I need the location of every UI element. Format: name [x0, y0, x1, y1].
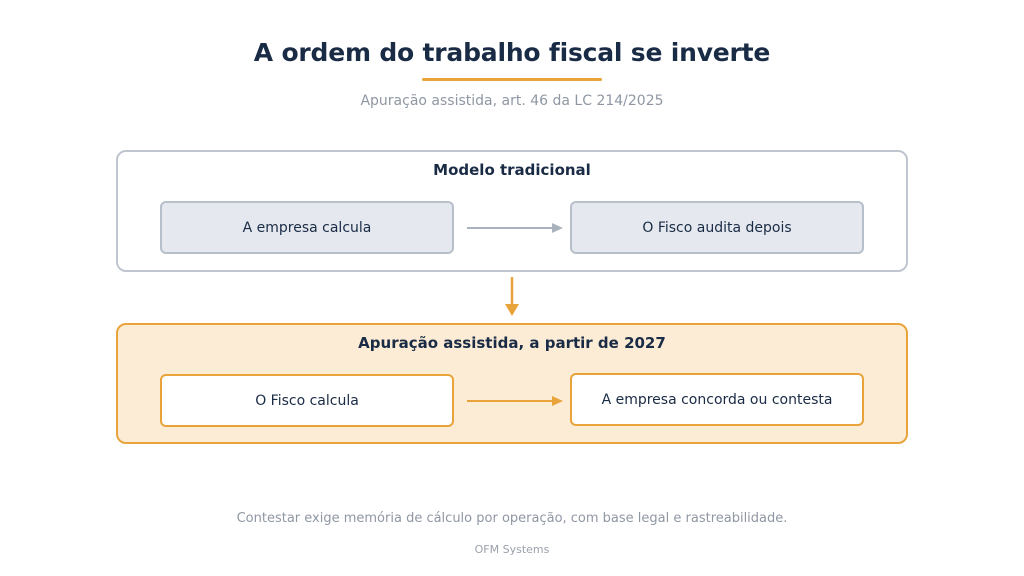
traditional-model-heading: Modelo tradicional: [433, 161, 591, 179]
page-title: A ordem do trabalho fiscal se inverte: [253, 38, 771, 67]
assisted-step-company-agrees-or-contests: A empresa concorda ou contesta: [570, 373, 864, 426]
assisted-model-heading: Apuração assistida, a partir de 2027: [358, 334, 666, 352]
traditional-flow-arrow-icon: [467, 223, 563, 233]
page-subtitle: Apuração assistida, art. 46 da LC 214/20…: [360, 93, 664, 109]
footer-note: Contestar exige memória de cálculo por o…: [236, 511, 788, 526]
transition-arrow-down-icon: [505, 277, 519, 316]
assisted-flow-arrow-icon: [467, 396, 563, 406]
traditional-step-company-calculates: A empresa calcula: [160, 201, 454, 254]
traditional-step-fisco-audits: O Fisco audita depois: [570, 201, 864, 254]
brand-label: OFM Systems: [474, 543, 550, 556]
title-underline: [422, 78, 602, 81]
assisted-step-fisco-calculates: O Fisco calcula: [160, 374, 454, 427]
